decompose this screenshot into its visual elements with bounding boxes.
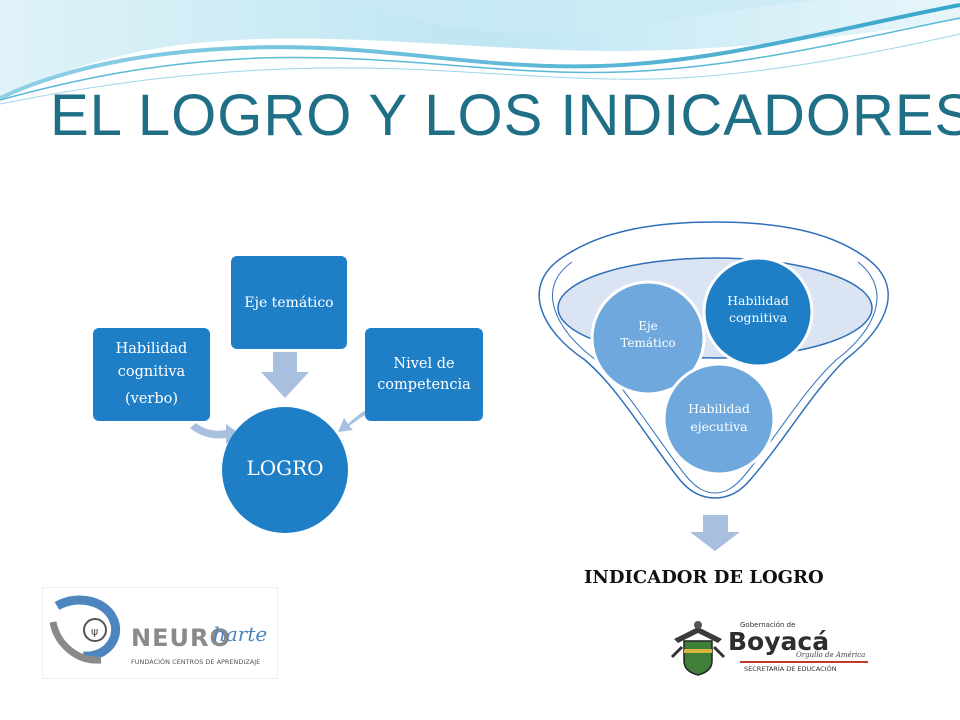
boyaca-coat-of-arms-icon bbox=[670, 621, 726, 676]
arrow-curved-left-icon bbox=[190, 423, 240, 444]
box-left-line-2: cognitiva bbox=[117, 364, 186, 380]
circle-ejecutiva-line-2: ejecutiva bbox=[690, 419, 748, 434]
circle-eje-tematico bbox=[590, 280, 706, 396]
circle-eje-line-2: Temático bbox=[620, 336, 676, 350]
box-right-line-2: competencia bbox=[377, 376, 471, 393]
circle-ejecutiva-line-1: Habilidad bbox=[688, 401, 750, 416]
circle-cognitiva-line-1: Habilidad bbox=[727, 293, 789, 308]
boyaca-subtitle: SECRETARÍA DE EDUCACIÓN bbox=[744, 665, 837, 673]
arrow-down-funnel-icon bbox=[690, 515, 740, 551]
boyaca-logo: Gobernación de Boyacá Orgullo de América… bbox=[668, 617, 872, 679]
circle-habilidad-ejecutiva bbox=[662, 362, 776, 476]
circle-eje-label: Eje Temático bbox=[598, 318, 698, 352]
box-nivel-competencia: Nivel de competencia bbox=[365, 328, 483, 421]
arrow-down-icon bbox=[261, 352, 309, 398]
boyaca-top-text: Gobernación de bbox=[740, 621, 796, 629]
boyaca-tagline: Orgullo de América bbox=[796, 651, 866, 659]
circle-cognitiva-label: Habilidad cognitiva bbox=[708, 292, 808, 326]
box-left-line-3: (verbo) bbox=[124, 391, 178, 407]
neuro-text: NEURO bbox=[131, 624, 231, 652]
logro-label: LOGRO bbox=[246, 456, 324, 480]
boyaca-main-text: Boyacá bbox=[728, 627, 830, 656]
box-eje-tematico: Eje temático bbox=[231, 256, 347, 349]
page-title: EL LOGRO Y LOS INDICADORES bbox=[50, 83, 960, 148]
neuroharte-emblem-icon: ψ bbox=[49, 595, 121, 664]
neuroharte-logo: ψ NEURO harte FUNDACIÓN CENTROS DE APREN… bbox=[42, 587, 278, 679]
boyaca-divider bbox=[740, 661, 868, 663]
circle-cognitiva-line-2: cognitiva bbox=[728, 310, 788, 325]
box-right-line-1: Nivel de bbox=[393, 355, 455, 372]
neuro-subtitle: FUNDACIÓN CENTROS DE APRENDIZAJE bbox=[131, 658, 261, 666]
logro-circle bbox=[222, 407, 348, 533]
harte-text: harte bbox=[213, 622, 268, 646]
funnel-outline bbox=[538, 221, 889, 499]
circle-ejecutiva-label: Habilidad ejecutiva bbox=[669, 400, 769, 436]
circle-eje-line-1: Eje bbox=[638, 319, 658, 333]
box-left-line-1: Habilidad bbox=[115, 341, 188, 357]
circle-habilidad-cognitiva bbox=[702, 256, 814, 368]
box-habilidad-cognitiva: Habilidad cognitiva (verbo) bbox=[93, 328, 210, 421]
indicador-de-logro-label: INDICADOR DE LOGRO bbox=[584, 567, 824, 588]
box-top-label: Eje temático bbox=[244, 294, 334, 311]
svg-text:ψ: ψ bbox=[91, 625, 98, 638]
header-wave-decoration bbox=[0, 0, 960, 105]
